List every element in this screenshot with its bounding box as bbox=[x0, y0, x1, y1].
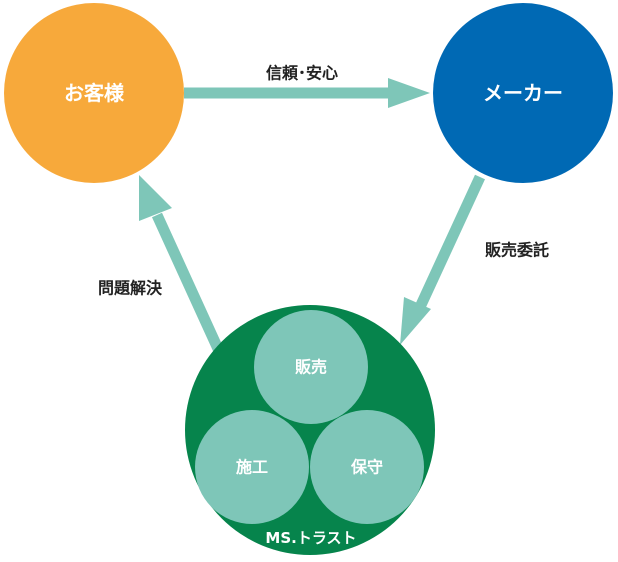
edge-sales-consignment-shaft bbox=[416, 174, 485, 308]
edge-sales-consignment-label: 販売委託 bbox=[485, 241, 549, 260]
edge-trust-arrowhead bbox=[388, 78, 430, 108]
edge-trust-label: 信頼･安心 bbox=[266, 64, 338, 83]
node-customer-label: お客様 bbox=[64, 81, 125, 105]
edge-trust: 信頼･安心 bbox=[184, 64, 430, 108]
edge-problem-solving: 問題解決 bbox=[98, 175, 225, 354]
node-maker-label: メーカー bbox=[483, 81, 563, 105]
node-maker: メーカー bbox=[433, 3, 613, 183]
service-circle-maintenance bbox=[310, 410, 424, 524]
service-circle-construction bbox=[195, 410, 309, 524]
service-label-sales: 販売 bbox=[295, 358, 327, 377]
edge-sales-consignment-arrowhead bbox=[400, 297, 431, 345]
node-ms-trust: 販売 施工 保守 MS.トラスト bbox=[185, 305, 435, 555]
edge-problem-solving-arrowhead bbox=[139, 175, 172, 221]
service-label-maintenance: 保守 bbox=[350, 458, 383, 477]
node-customer: お客様 bbox=[4, 3, 184, 183]
node-customer-circle bbox=[4, 3, 184, 183]
node-ms-trust-label: MS.トラスト bbox=[265, 529, 356, 547]
edge-sales-consignment: 販売委託 bbox=[400, 174, 549, 345]
node-maker-circle bbox=[433, 3, 613, 183]
edge-problem-solving-label: 問題解決 bbox=[98, 279, 163, 298]
service-circle-sales bbox=[254, 310, 368, 424]
edge-problem-solving-shaft bbox=[151, 212, 225, 354]
service-label-construction: 施工 bbox=[236, 458, 268, 477]
